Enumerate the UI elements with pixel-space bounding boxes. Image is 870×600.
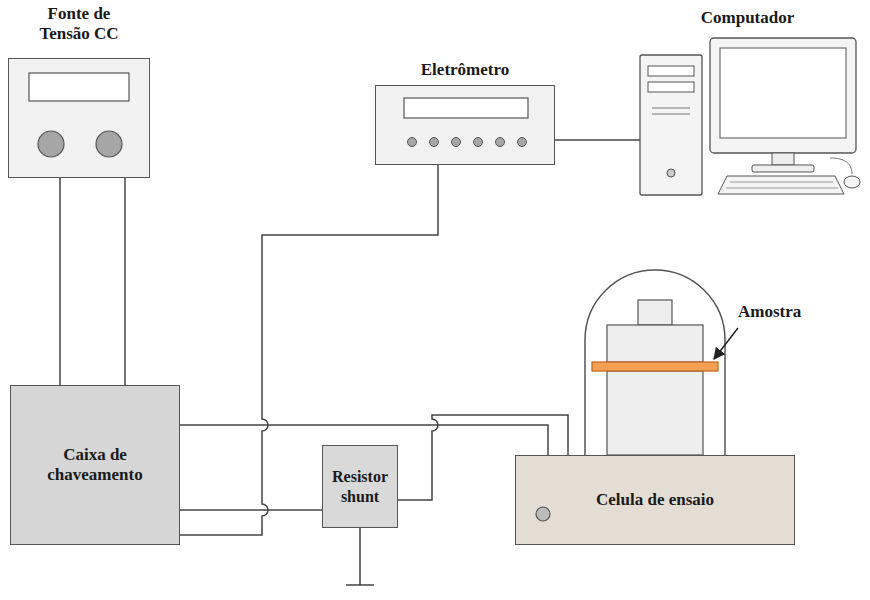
upper-electrode bbox=[607, 325, 703, 362]
electrometer-body bbox=[375, 85, 555, 165]
power-supply-body bbox=[8, 58, 150, 178]
part-label: Amostra bbox=[738, 302, 801, 322]
node-label: Caixa de chaveamento bbox=[20, 445, 170, 486]
switch-box: Caixa de chaveamento bbox=[10, 385, 180, 545]
electrometer-face bbox=[376, 86, 556, 166]
computer: Computador bbox=[630, 8, 865, 203]
power-supply: Fonte de Tensão CC bbox=[8, 4, 150, 180]
node-label: Resistor shunt bbox=[325, 467, 395, 505]
test-cell: Celula de ensaio bbox=[515, 455, 795, 545]
bell-jar bbox=[585, 270, 725, 455]
computer-icon bbox=[630, 8, 865, 203]
computer-body bbox=[640, 55, 702, 195]
electrode-stem bbox=[638, 300, 672, 325]
wire bbox=[59, 178, 61, 385]
node-label: Fonte de Tensão CC bbox=[24, 4, 134, 45]
lower-electrode bbox=[607, 371, 703, 455]
electrometer: Eletrômetro bbox=[375, 60, 555, 165]
node-label: Computador bbox=[648, 8, 848, 28]
shunt-resistor: Resistor shunt bbox=[322, 445, 398, 528]
wire bbox=[555, 139, 640, 141]
cell-knob bbox=[516, 456, 576, 546]
node-label: Celula de ensaio bbox=[595, 490, 715, 510]
leader-arrow bbox=[714, 328, 738, 359]
power-supply-face bbox=[9, 59, 151, 179]
wire bbox=[124, 178, 126, 385]
ground-symbol bbox=[346, 528, 374, 585]
wire bbox=[180, 509, 322, 511]
sample-disc bbox=[592, 362, 718, 371]
node-label: Eletrômetro bbox=[380, 60, 550, 80]
wire bbox=[180, 165, 438, 535]
